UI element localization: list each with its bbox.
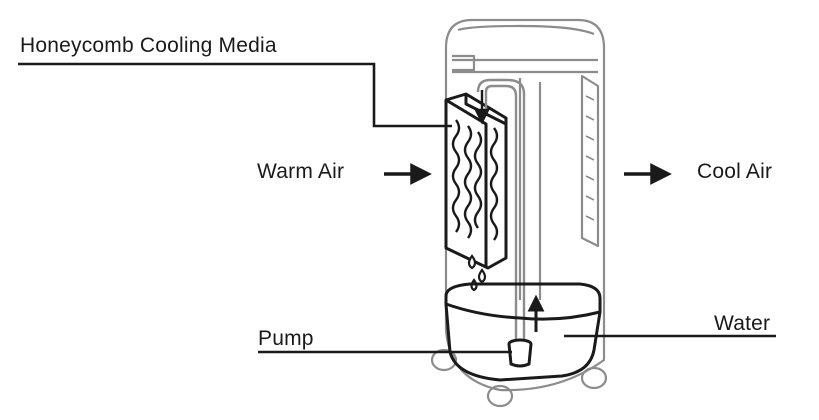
water-tank [444, 282, 602, 382]
cooler-body [430, 18, 608, 408]
water-pipe [476, 78, 526, 344]
label-cool-air: Cool Air [697, 160, 773, 183]
label-pump: Pump [258, 327, 314, 350]
label-water: Water [714, 312, 771, 335]
cool-air-arrow-icon [624, 163, 672, 185]
pump [507, 338, 533, 368]
label-honeycomb-cooling-media: Honeycomb Cooling Media [20, 34, 277, 57]
leader-lines [18, 62, 776, 354]
warm-air-arrow-icon [384, 163, 432, 185]
label-warm-air: Warm Air [257, 160, 345, 183]
water-flow-arrow [527, 294, 545, 332]
leader-media [18, 62, 452, 128]
pipe-flow-arrow [474, 90, 490, 125]
honeycomb-cooling-media [444, 92, 508, 270]
